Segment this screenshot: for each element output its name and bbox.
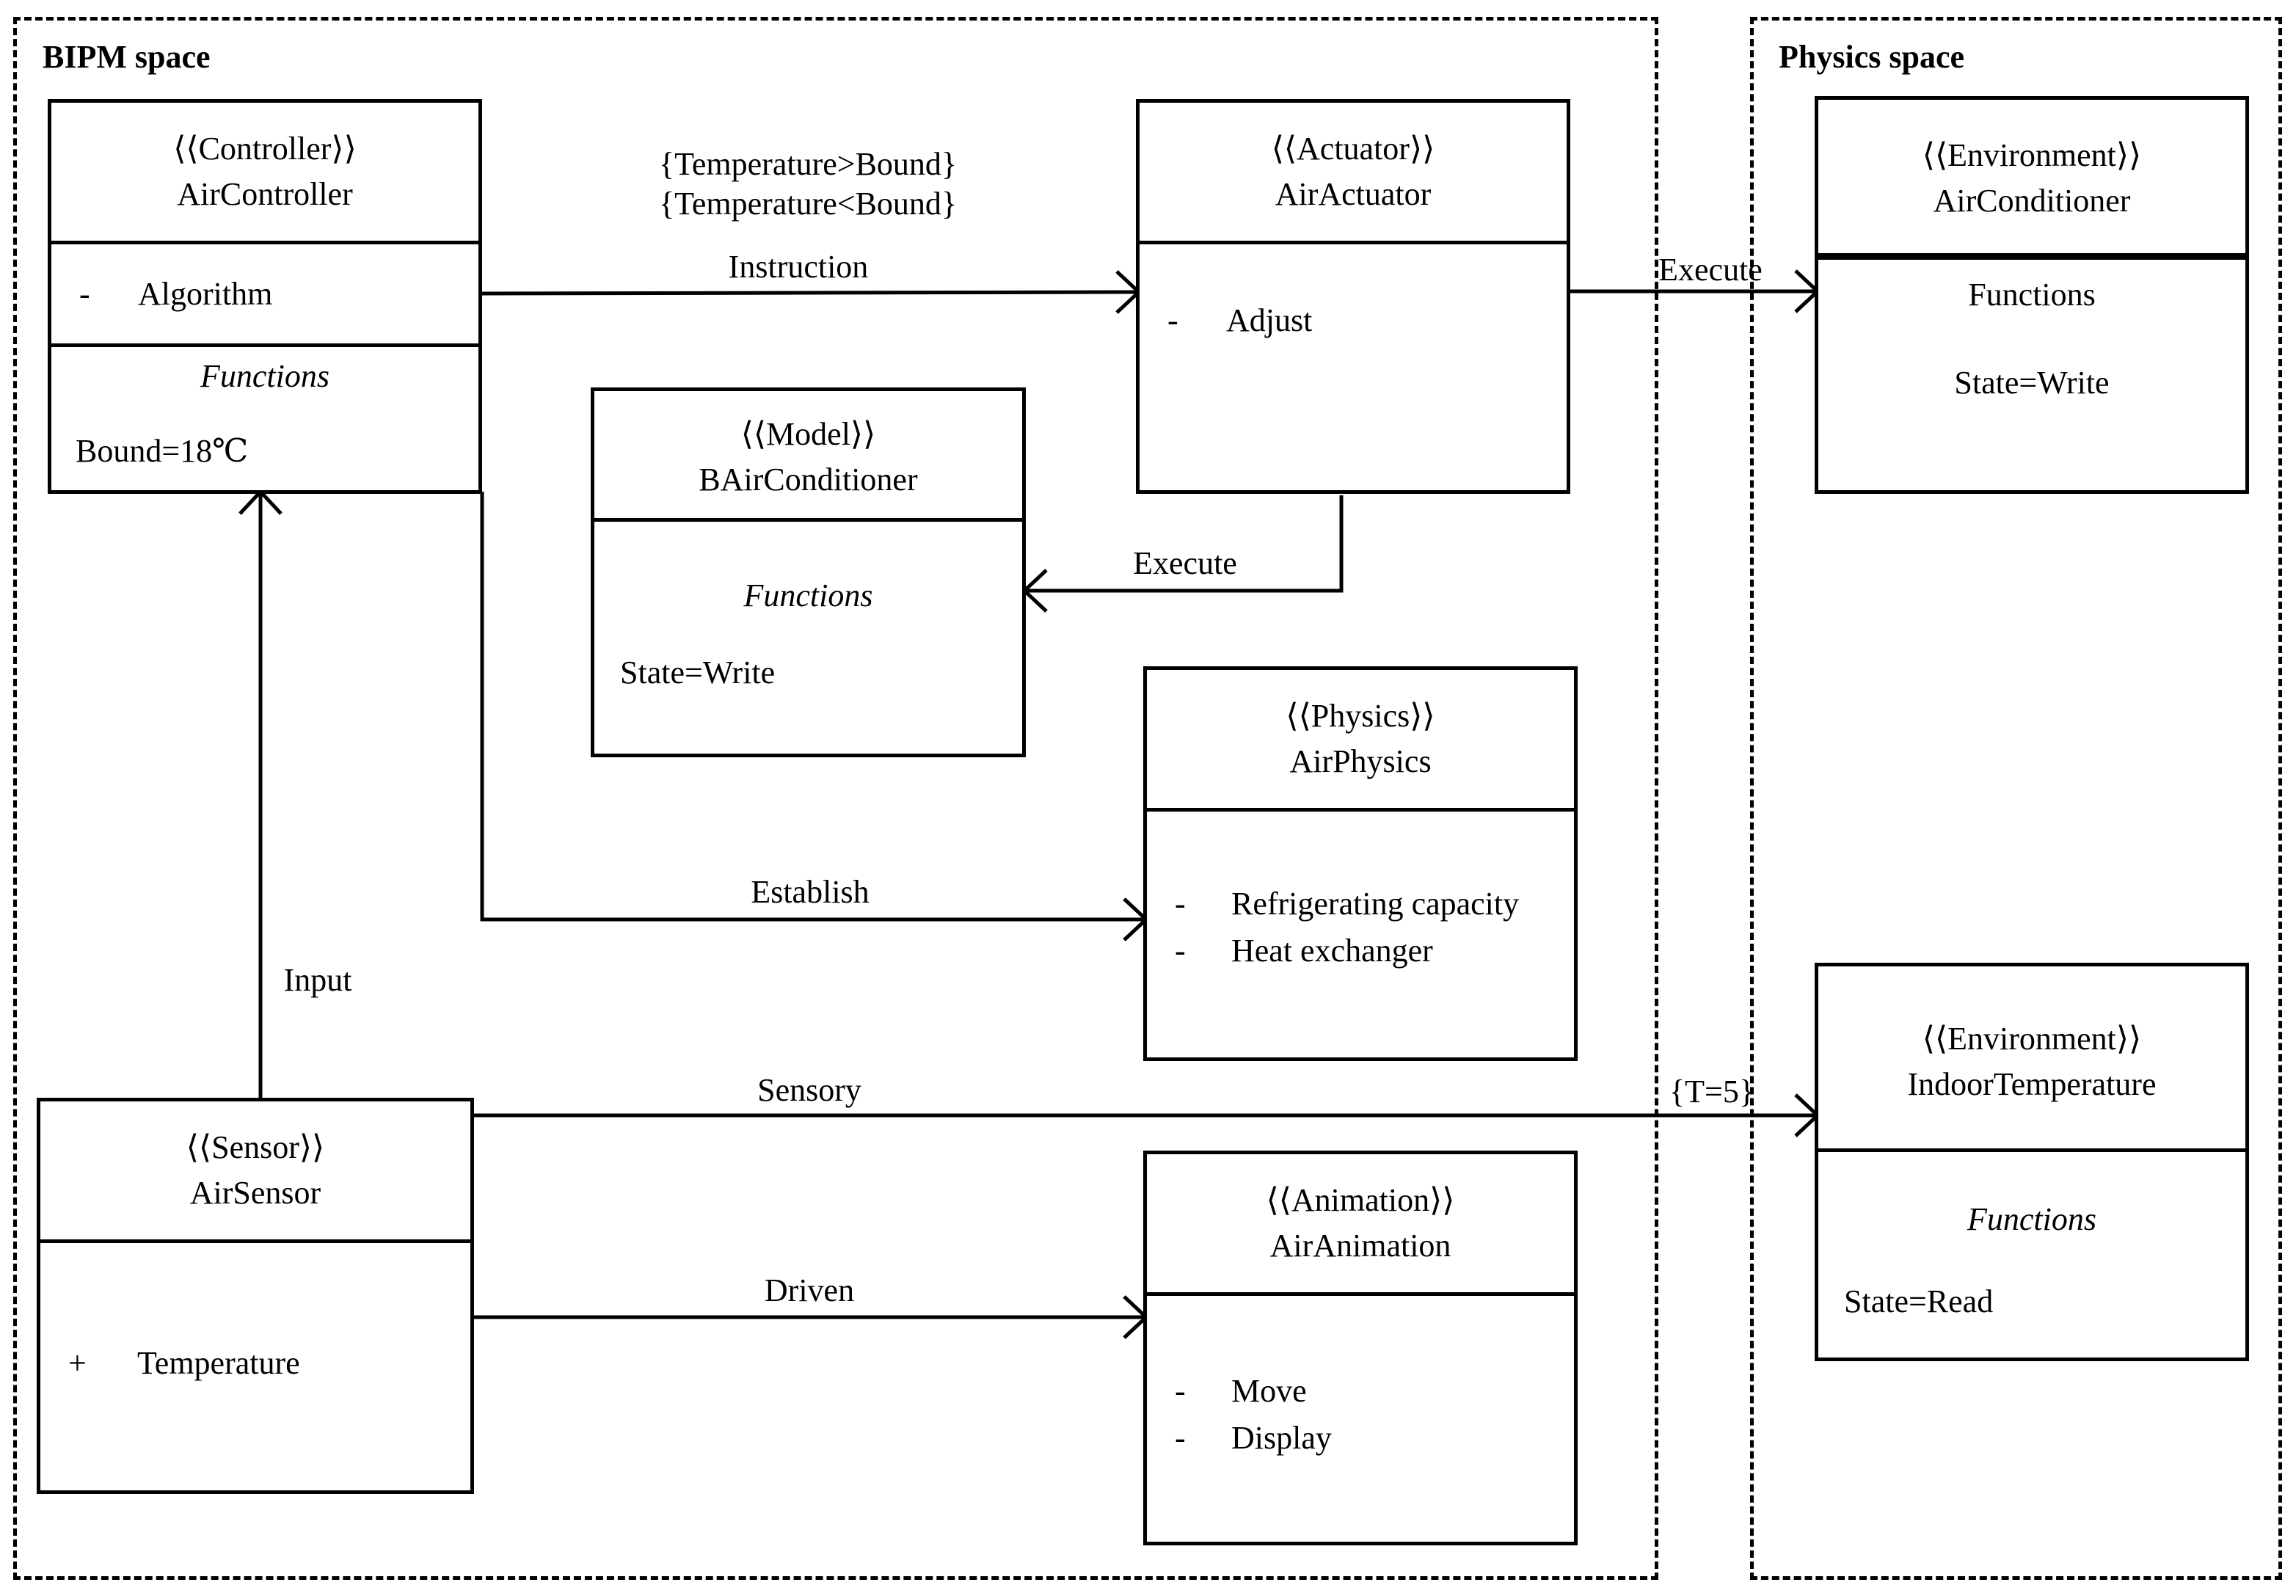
class-name: IndoorTemperature [1907,1066,2157,1102]
class-header: ⟨⟨Actuator⟩⟩ AirActuator [1140,103,1567,244]
class-stereotype: ⟨⟨Physics⟩⟩ [1286,698,1435,734]
execute-model-arrow [1026,495,1344,593]
sensory-guard-label: {T=5} [1669,1074,1754,1109]
air-actuator-class[interactable]: ⟨⟨Actuator⟩⟩ AirActuator - Adjust [1136,99,1570,494]
attribute-name: Adjust [1226,302,1313,338]
functions-section: Functions State=Write [1818,260,2245,490]
attribute-marker: - [1175,886,1186,922]
functions-section: Functions State=Read [1818,1152,2245,1358]
class-name: AirConditioner [1933,183,2131,219]
attribute-marker: - [1167,302,1178,338]
class-stereotype: ⟨⟨Animation⟩⟩ [1266,1182,1455,1218]
environment-indoor-temperature-class[interactable]: ⟨⟨Environment⟩⟩ IndoorTemperature Functi… [1815,963,2249,1361]
functions-section: Functions State=Write [594,522,1022,754]
attribute-section: + Temperature [40,1243,470,1490]
attribute-name: Refrigerating capacity [1231,886,1520,922]
attribute-name: Algorithm [138,276,273,312]
establish-arrow [480,492,1145,922]
guard-temperature-less: {Temperature<Bound} [658,186,958,222]
establish-label: Establish [751,874,870,910]
physics-space-title: Physics space [1779,39,1964,75]
attribute-section: - Algorithm [51,244,478,347]
attribute-section: - Refrigerating capacity - Heat exchange… [1147,812,1574,1057]
input-label: Input [283,962,352,998]
attribute-marker: - [79,276,90,312]
functions-section: Functions Bound=18℃ [51,343,478,490]
class-name: AirAnimation [1269,1228,1451,1264]
air-sensor-class[interactable]: ⟨⟨Sensor⟩⟩ AirSensor + Temperature [37,1098,474,1494]
attribute-marker: - [1175,1373,1186,1409]
attribute-name: Heat exchanger [1231,933,1433,969]
function-value: State=Write [1954,365,2110,401]
class-name: AirSensor [189,1175,321,1211]
air-animation-class[interactable]: ⟨⟨Animation⟩⟩ AirAnimation - Move - Disp… [1143,1151,1578,1545]
class-name: BAirConditioner [699,462,918,498]
instruction-arrow [481,290,1138,296]
functions-label: Functions [743,577,873,613]
class-header: ⟨⟨Sensor⟩⟩ AirSensor [40,1101,470,1243]
class-stereotype: ⟨⟨Sensor⟩⟩ [186,1129,325,1165]
attribute-section: - Adjust [1140,244,1567,490]
execute-model-label: Execute [1133,545,1237,581]
function-value: State=Read [1844,1283,1994,1319]
attribute-name: Move [1231,1373,1307,1409]
attribute-marker: - [1175,1420,1186,1456]
class-stereotype: ⟨⟨Actuator⟩⟩ [1271,131,1435,167]
driven-label: Driven [764,1272,855,1308]
attribute-name: Temperature [137,1345,300,1381]
class-header: ⟨⟨Environment⟩⟩ IndoorTemperature [1818,966,2245,1152]
class-stereotype: ⟨⟨Environment⟩⟩ [1922,137,2142,173]
bipm-space-title: BIPM space [43,39,211,75]
class-stereotype: ⟨⟨Model⟩⟩ [740,416,876,452]
class-header: ⟨⟨Model⟩⟩ BAirConditioner [594,391,1022,522]
guard-temperature-greater: {Temperature>Bound} [658,146,958,182]
physics-space-frame [1750,17,2282,1580]
bipm-space-frame [13,17,1658,1580]
model-class[interactable]: ⟨⟨Model⟩⟩ BAirConditioner Functions Stat… [591,387,1026,757]
class-header: ⟨⟨Controller⟩⟩ AirController [51,103,478,244]
attribute-marker: - [1175,933,1186,969]
class-header: ⟨⟨Animation⟩⟩ AirAnimation [1147,1154,1574,1296]
sensory-label: Sensory [757,1072,861,1108]
attribute-marker: + [68,1345,87,1381]
functions-label: Functions [1968,277,2096,313]
functions-label: Functions [1967,1201,2096,1237]
class-name: AirController [177,176,353,212]
functions-label: Functions [200,358,329,394]
air-controller-class[interactable]: ⟨⟨Controller⟩⟩ AirController - Algorithm… [48,99,482,494]
function-value: State=Write [620,655,776,690]
instruction-label: Instruction [728,249,869,285]
environment-air-conditioner-class[interactable]: ⟨⟨Environment⟩⟩ AirConditioner Functions… [1815,96,2249,494]
attribute-name: Display [1231,1420,1332,1456]
execute-env-label: Execute [1658,252,1763,288]
class-stereotype: ⟨⟨Controller⟩⟩ [173,131,357,167]
attribute-section: - Move - Display [1147,1296,1574,1542]
class-name: AirPhysics [1289,743,1432,779]
class-name: AirActuator [1275,176,1432,212]
air-physics-class[interactable]: ⟨⟨Physics⟩⟩ AirPhysics - Refrigerating c… [1143,666,1578,1061]
class-stereotype: ⟨⟨Environment⟩⟩ [1922,1021,2142,1057]
class-header: ⟨⟨Physics⟩⟩ AirPhysics [1147,670,1574,812]
function-value: Bound=18℃ [76,433,249,469]
class-header: ⟨⟨Environment⟩⟩ AirConditioner [1818,100,2245,260]
